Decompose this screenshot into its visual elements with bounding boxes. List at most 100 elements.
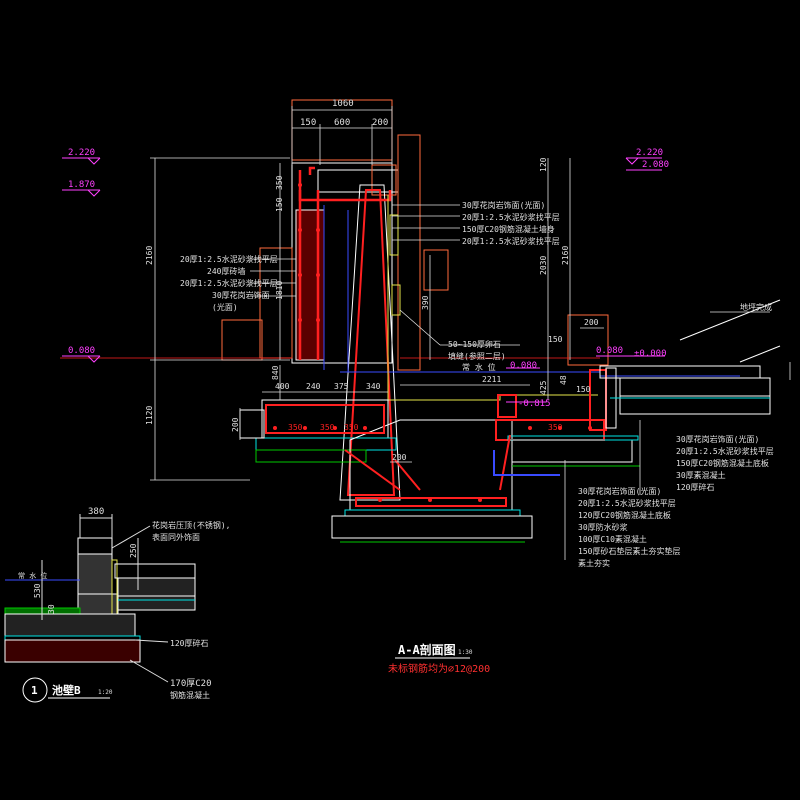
dim-top-600: 600 (334, 118, 350, 128)
r-annot-3: 30厚素混凝土 (676, 470, 726, 480)
yellow-outline (387, 195, 598, 401)
mid-annot-1: 填缝(参照二层) (448, 351, 506, 361)
tr-annot-1: 20厚1:2.5水泥砂浆找平层 (462, 212, 560, 222)
b-annot-4: 100厚C10素混凝土 (578, 534, 647, 544)
dim-bottom-240: 240 (306, 382, 321, 391)
detail-annot-2: 120厚碎石 (170, 638, 208, 648)
r-annot-0: 30厚花岗岩饰面(光面) (676, 434, 759, 444)
mid-annot-0: 50~150厚卵石 (448, 339, 501, 349)
level-left-2220: 2.220 (68, 148, 95, 158)
right-cyan (507, 435, 639, 441)
left-annot-1: 240厚砖墙 (207, 266, 245, 276)
detail-wall-hatch (77, 553, 113, 595)
dim-bottom-150: 150 (576, 385, 591, 394)
r-annot-1: 20厚1:2.5水泥砂浆找平层 (676, 446, 774, 456)
dim-bottom-350a: 350 (288, 423, 303, 432)
dim-h-200: 200 (584, 318, 599, 327)
detail-annot-4: 钢筋混凝土 (170, 690, 210, 700)
detail-annot-1: 表面同外饰面 (152, 532, 200, 542)
dim-bottom-350b: 350 (320, 423, 335, 432)
sloped-wall-inner (346, 189, 396, 496)
paving-layer-2 (619, 395, 771, 415)
dim-bottom-350c: 350 (344, 423, 359, 432)
left-annot-3: 30厚花岗岩饰面 (212, 290, 270, 300)
dim-top-150: 150 (300, 118, 316, 128)
left-annot-0: 20厚1:2.5水泥砂浆找平层 (180, 254, 278, 264)
detail-annot-3: 170厚C20 (170, 678, 212, 689)
pool-base-cyan (344, 509, 521, 517)
dim-bottom-200: 200 (231, 417, 240, 432)
coping-cap (317, 169, 399, 193)
dim-left-1810: 1810 (275, 281, 284, 300)
orange-backing-4 (397, 134, 421, 371)
dim-right-120: 120 (539, 157, 548, 172)
section-note: 未标钢筋均为⌀12@200 (388, 662, 490, 675)
b-annot-1: 20厚1:2.5水泥砂浆找平层 (578, 498, 676, 508)
dim-bottom-350d: 350 (548, 423, 563, 432)
detail-pave-layer2 (117, 595, 196, 611)
rebar-diag-3 (499, 434, 511, 491)
left-annot-4: (光面) (212, 302, 238, 312)
rebar-diag-2 (394, 459, 421, 491)
detail-width-dim: 380 (88, 507, 104, 517)
dim-right-2160: 2160 (561, 246, 570, 265)
dim-bottom-840: 840 (271, 365, 280, 380)
detail-pave-top (114, 563, 196, 579)
ground-slope-2 (739, 345, 781, 363)
sloped-wall (339, 184, 401, 501)
section-title: A-A剖面图 (398, 642, 456, 657)
r-annot-2: 150厚C20钢筋混凝土底板 (676, 458, 769, 468)
b-annot-3: 30厚防水砂浆 (578, 522, 628, 532)
detail-water-label: 常 水 位 (18, 571, 47, 580)
orange-backing-2 (221, 319, 263, 361)
orange-backing-3 (291, 99, 393, 161)
detail-dim-250: 250 (129, 543, 138, 558)
leader-lines (250, 204, 641, 560)
dim-left-150: 150 (275, 197, 284, 212)
detail-coping (77, 537, 113, 555)
detail-number: 1 (31, 684, 38, 697)
r-annot-4: 120厚碎石 (676, 482, 714, 492)
detail-cyan (4, 635, 141, 641)
pool-base-rebar (355, 497, 507, 507)
dim-right-425: 425 (539, 380, 548, 395)
dim-bottom-375: 375 (334, 382, 349, 391)
level-symbols (62, 157, 665, 403)
dim-bottom-200b: 200 (392, 453, 407, 462)
dim-right-390: 390 (421, 295, 430, 310)
detail-b-geometry (4, 514, 196, 703)
orange-backing-5 (423, 249, 449, 291)
detail-base-slab (4, 639, 141, 663)
section-scale: 1:30 (458, 649, 473, 656)
detail-title: 池壁B (52, 683, 81, 697)
rebar-dots (273, 183, 592, 502)
detail-number-circle (22, 677, 48, 703)
pool-base-slab (331, 515, 533, 539)
dim-far-left-1120: 1120 (145, 406, 154, 425)
yellow-strip-1 (389, 214, 399, 256)
level-right-2080: 2.080 (642, 160, 669, 170)
dim-left-350: 350 (275, 175, 284, 190)
detail-dim-30: 30 (47, 604, 56, 614)
detail-dim-530: 530 (33, 583, 42, 598)
pool-base (349, 419, 513, 511)
b-annot-6: 素土夯实 (578, 558, 610, 568)
dimension-lines (150, 106, 791, 481)
level-left-0080: 0.080 (68, 346, 95, 356)
b-annot-0: 30厚花岗岩饰面(光面) (578, 486, 661, 496)
rebar-top-hook-2 (308, 166, 315, 175)
detail-scale: 1:20 (98, 689, 113, 696)
dim-right-48: 48 (559, 375, 568, 385)
left-footing-base (255, 437, 397, 451)
footing-rebar (265, 404, 385, 434)
right-slab-fill (511, 439, 633, 463)
detail-annot-0: 花岗岩压顶(不锈钢), (152, 520, 230, 530)
left-footing-grass (255, 449, 367, 463)
dim-h-2211: 2211 (482, 375, 501, 384)
tr-annot-2: 150厚C20钢筋混凝土墙身 (462, 224, 555, 234)
detail-pave-layer (117, 577, 196, 597)
detail-gravel (4, 613, 136, 637)
right-step (497, 394, 517, 418)
level-right-0080: 0.080 (596, 346, 623, 356)
